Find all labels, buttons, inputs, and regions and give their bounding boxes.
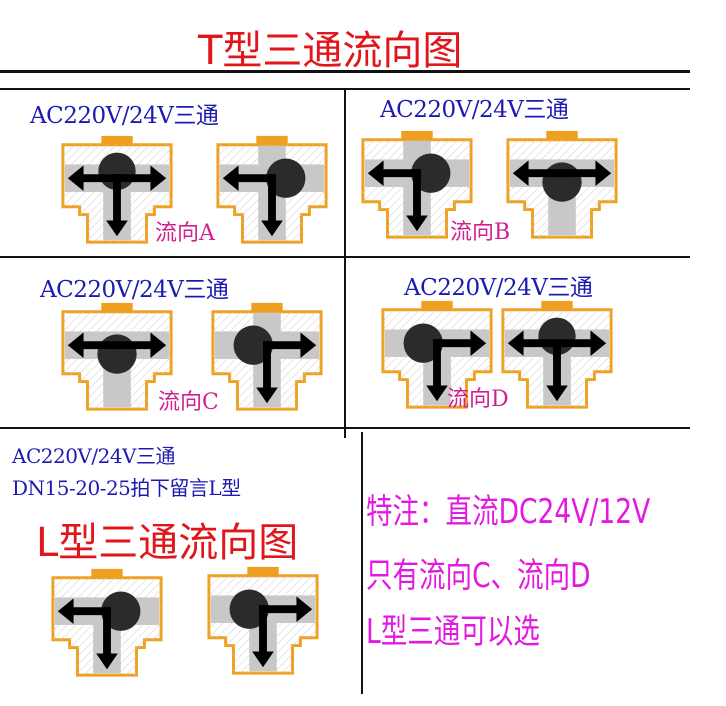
valve-diagram	[378, 300, 496, 410]
valve-icon	[207, 566, 319, 675]
arrow-head	[512, 160, 529, 186]
valve-icon	[211, 302, 323, 411]
valve-diagram	[58, 135, 176, 245]
l-type-title: L型三通流向图	[36, 520, 299, 566]
arrow-head	[150, 332, 167, 358]
valve-diagram	[208, 302, 326, 412]
valve-icon	[506, 130, 618, 239]
arrow-head	[595, 160, 612, 186]
spec-text-dn: DN15-20-25拍下留言L型	[12, 476, 241, 500]
arrow-head	[507, 330, 524, 356]
divider	[0, 70, 690, 73]
spec-text: AC220V/24V三通	[12, 444, 176, 468]
valve-diagram	[213, 135, 331, 245]
valve-icon	[51, 568, 163, 677]
valve-diagram	[58, 302, 176, 412]
arrow-head	[590, 330, 607, 356]
valve-diagram	[358, 130, 476, 240]
flow-label-c: 流向C	[158, 390, 219, 415]
arrow-head	[252, 651, 274, 668]
arrow-head	[296, 596, 313, 622]
valve-icon	[61, 135, 173, 244]
flow-label-b: 流向B	[450, 220, 511, 245]
flow-label-d: 流向D	[447, 387, 509, 412]
arrow-head	[222, 165, 239, 191]
arrow-head	[57, 598, 74, 624]
spec-text: AC220V/24V三通	[40, 277, 229, 303]
spec-text: AC220V/24V三通	[30, 103, 219, 129]
arrow-head	[300, 332, 317, 358]
arrow-head	[67, 165, 84, 191]
valve-icon	[61, 302, 173, 411]
arrow-head	[406, 215, 428, 232]
note-line-2: 只有流向C、流向D	[366, 556, 591, 596]
arrow-head	[470, 330, 487, 356]
valve-icon	[216, 135, 328, 244]
t-type-title: T型三通流向图	[198, 28, 463, 74]
valve-diagram	[204, 566, 322, 676]
valve-icon	[361, 130, 473, 239]
spec-text: AC220V/24V三通	[380, 97, 569, 123]
divider	[344, 88, 346, 438]
note-line-1: 特注：直流DC24V/12V	[366, 492, 651, 532]
divider	[361, 432, 363, 694]
valve-icon	[381, 300, 493, 409]
arrow-head	[367, 160, 384, 186]
arrow-head	[546, 385, 568, 402]
note-line-3: L型三通可以选	[366, 612, 540, 652]
arrow-head	[261, 220, 283, 237]
arrow-head	[67, 332, 84, 358]
valve-diagram	[498, 300, 616, 410]
flow-label-a: 流向A	[155, 221, 215, 246]
arrow-head	[150, 165, 167, 191]
spec-text: AC220V/24V三通	[404, 275, 593, 301]
valve-diagram	[48, 568, 166, 678]
arrow-head	[256, 387, 278, 404]
arrow-head	[426, 385, 448, 402]
arrow-head	[106, 220, 128, 237]
valve-icon	[501, 300, 613, 409]
arrow-head	[96, 653, 118, 670]
valve-diagram	[503, 130, 621, 240]
